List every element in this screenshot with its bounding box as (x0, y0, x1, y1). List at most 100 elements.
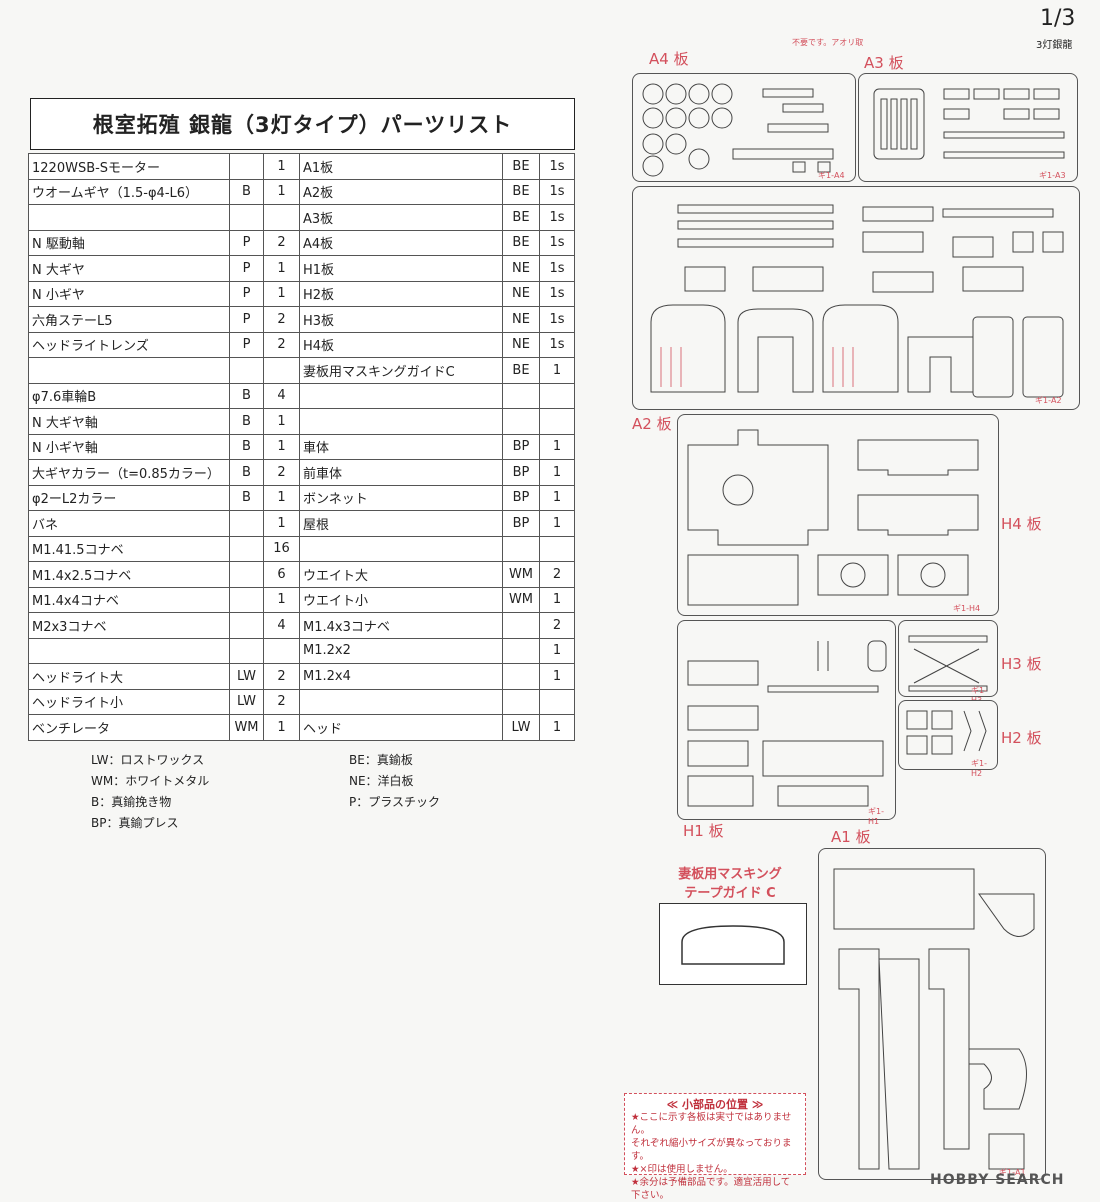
table-cell: BE (502, 153, 540, 180)
sheet-label-h1: H1 板 (683, 822, 724, 840)
table-cell: NE (502, 280, 540, 307)
table-cell: BE (502, 178, 540, 205)
table-cell: 1 (539, 459, 575, 486)
table-cell: 2 (263, 229, 300, 256)
table-cell: 2 (539, 561, 575, 588)
table-cell: NE (502, 331, 540, 358)
table-cell: 1 (263, 586, 300, 613)
table-cell: 2 (539, 612, 575, 639)
table-cell: A4板 (299, 229, 503, 256)
table-cell: 屋根 (299, 510, 503, 537)
table-cell: N 駆動軸 (28, 229, 230, 256)
table-cell: バネ (28, 510, 230, 537)
table-cell: H3板 (299, 306, 503, 333)
table-cell: 1 (539, 663, 575, 690)
mask-guide-box (659, 903, 807, 985)
fret-a4: ギ1-A4 (632, 73, 856, 182)
table-cell (229, 586, 264, 613)
table-cell: LW (229, 688, 264, 715)
table-cell: M1.4x4コナベ (28, 586, 230, 613)
fret-h3-drawing (908, 635, 988, 692)
page-subtitle: 3灯銀龍 (1036, 40, 1073, 51)
table-cell (229, 637, 264, 664)
page-number: 1/3 (1040, 6, 1076, 31)
table-cell: ヘッドライト大 (28, 663, 230, 690)
table-cell (229, 510, 264, 537)
table-cell: M2x3コナベ (28, 612, 230, 639)
table-cell: A1板 (299, 153, 503, 180)
sheet-label-h4: H4 板 (1001, 515, 1042, 533)
table-cell: 1 (263, 714, 300, 741)
table-cell: H4板 (299, 331, 503, 358)
table-cell: N 大ギヤ (28, 255, 230, 282)
table-cell: P (229, 229, 264, 256)
table-cell: B (229, 484, 264, 511)
table-cell: P (229, 280, 264, 307)
watermark: HOBBY SEARCH (930, 1172, 1065, 1188)
table-cell (539, 535, 575, 562)
table-cell (502, 382, 540, 409)
table-cell: M1.2x4 (299, 663, 503, 690)
table-cell: B (229, 433, 264, 460)
table-cell: 1 (539, 357, 575, 384)
table-cell: 1 (263, 153, 300, 180)
table-cell: H1板 (299, 255, 503, 282)
table-cell: 1s (539, 153, 575, 180)
table-cell: BE (502, 357, 540, 384)
table-cell: 4 (263, 612, 300, 639)
table-cell: 1 (539, 484, 575, 511)
sheet-label-a2: A2 板 (632, 415, 672, 433)
table-cell: ヘッドライト小 (28, 688, 230, 715)
table-cell: 1s (539, 255, 575, 282)
fret-a1-drawing (833, 868, 1035, 1170)
table-cell: ウエイト小 (299, 586, 503, 613)
fret-h1: ギ1-H1 (677, 620, 896, 826)
table-cell (299, 535, 503, 562)
table-cell: B (229, 459, 264, 486)
table-cell: P (229, 255, 264, 282)
table-cell (502, 408, 540, 435)
legend-item: LW：ロストワックス (91, 753, 205, 767)
legend-item: P：プラスチック (349, 795, 440, 809)
table-cell: 1 (263, 255, 300, 282)
table-cell (28, 204, 230, 231)
sheet-label-a4: A4 板 (649, 50, 689, 68)
table-cell: 4 (263, 382, 300, 409)
fret-id: ギ1-A1 (999, 1168, 1026, 1177)
table-cell: N 小ギヤ (28, 280, 230, 307)
table-cell (263, 637, 300, 664)
legend-item: WM：ホワイトメタル (91, 774, 210, 788)
table-cell: 2 (263, 306, 300, 333)
table-cell (229, 612, 264, 639)
fret-h4-drawing (687, 429, 979, 606)
fret-a1: ギ1-A1 (818, 848, 1046, 1180)
table-cell (229, 153, 264, 180)
table-cell: B (229, 408, 264, 435)
table-cell: LW (229, 663, 264, 690)
table-cell: 1 (539, 433, 575, 460)
sheet-label-a3: A3 板 (864, 54, 904, 72)
table-cell (28, 357, 230, 384)
table-cell: 2 (263, 459, 300, 486)
table-cell: 前車体 (299, 459, 503, 486)
legend-item: B：真鍮挽き物 (91, 795, 172, 809)
table-cell: 2 (263, 331, 300, 358)
table-cell: ウエイト大 (299, 561, 503, 588)
fret-h3: ギ1-H3 (898, 620, 998, 705)
fret-a2-drawing (650, 204, 1064, 398)
table-cell: 1s (539, 229, 575, 256)
fret-id: ギ1-A3 (1039, 171, 1066, 180)
legend-item: BE：真鍮板 (349, 753, 413, 767)
